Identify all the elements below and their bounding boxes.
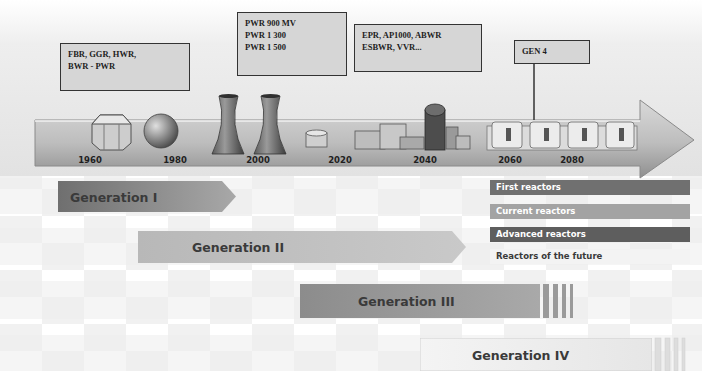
band-row xyxy=(0,228,702,265)
legend-entry: First reactors xyxy=(490,180,690,195)
generation-label: Generation IV xyxy=(472,347,569,362)
reactor-types: ESBWR, VVR... xyxy=(362,41,474,53)
generation-band: Generation IV xyxy=(420,338,652,371)
reactor-types: GEN 4 xyxy=(522,45,582,57)
timeline-arrow xyxy=(35,100,694,178)
legend-text: Reactors of the future xyxy=(490,249,690,264)
generation-shape xyxy=(138,231,466,263)
gen1-reactors xyxy=(92,114,178,150)
reactor-types: PWR 900 MV xyxy=(245,17,339,29)
reactor-types: FBR, GGR, HWR, xyxy=(68,48,182,60)
generation-label: Generation III xyxy=(358,294,455,309)
year-label: 2020 xyxy=(328,155,352,165)
generation-fill xyxy=(300,284,540,318)
lower-ground xyxy=(0,176,702,371)
reactor-types: PWR 1 300 xyxy=(245,29,339,41)
year-label: 2000 xyxy=(246,155,270,165)
generation-fill xyxy=(420,338,652,371)
gen4-modules xyxy=(487,122,637,150)
reactor-types: BWR - PWR xyxy=(68,60,182,72)
generation-label: Generation I xyxy=(70,189,157,204)
reactor-callout-box: EPR, AP1000, ABWRESBWR, VVR... xyxy=(354,24,482,72)
legend-entry: Reactors of the future xyxy=(490,249,690,264)
legend-text: Current reactors xyxy=(490,204,690,219)
legend-text: First reactors xyxy=(490,180,690,195)
legend-text: Advanced reactors xyxy=(490,227,690,242)
generation-fill xyxy=(138,231,466,263)
generation-label: Generation II xyxy=(192,240,284,255)
generation-fill xyxy=(58,181,236,212)
year-label: 2080 xyxy=(560,155,584,165)
legend-entry: Current reactors xyxy=(490,204,690,219)
gen2-cooling-towers xyxy=(212,94,327,154)
year-label: 2040 xyxy=(413,155,437,165)
reactor-types: EPR, AP1000, ABWR xyxy=(362,29,474,41)
gen3-plant xyxy=(355,104,470,150)
year-label: 2060 xyxy=(498,155,522,165)
leader-line xyxy=(533,64,535,120)
reactor-callout-box: PWR 900 MVPWR 1 300PWR 1 500 xyxy=(237,12,347,76)
band-row xyxy=(0,335,702,371)
year-label: 1960 xyxy=(78,155,102,165)
legend-entry: Advanced reactors xyxy=(490,227,690,242)
generation-band: Generation II xyxy=(138,231,466,263)
generation-band: Generation III xyxy=(300,284,540,318)
reactor-callout-box: FBR, GGR, HWR,BWR - PWR xyxy=(60,43,190,91)
year-label: 1980 xyxy=(163,155,187,165)
reactor-types: PWR 1 500 xyxy=(245,41,339,53)
reactor-callout-box: GEN 4 xyxy=(514,40,590,64)
generation-band: Generation I xyxy=(58,181,236,212)
band-row xyxy=(0,281,702,319)
gen3-tail-stripes xyxy=(543,284,573,318)
gen4-tail-stripes xyxy=(655,338,685,371)
